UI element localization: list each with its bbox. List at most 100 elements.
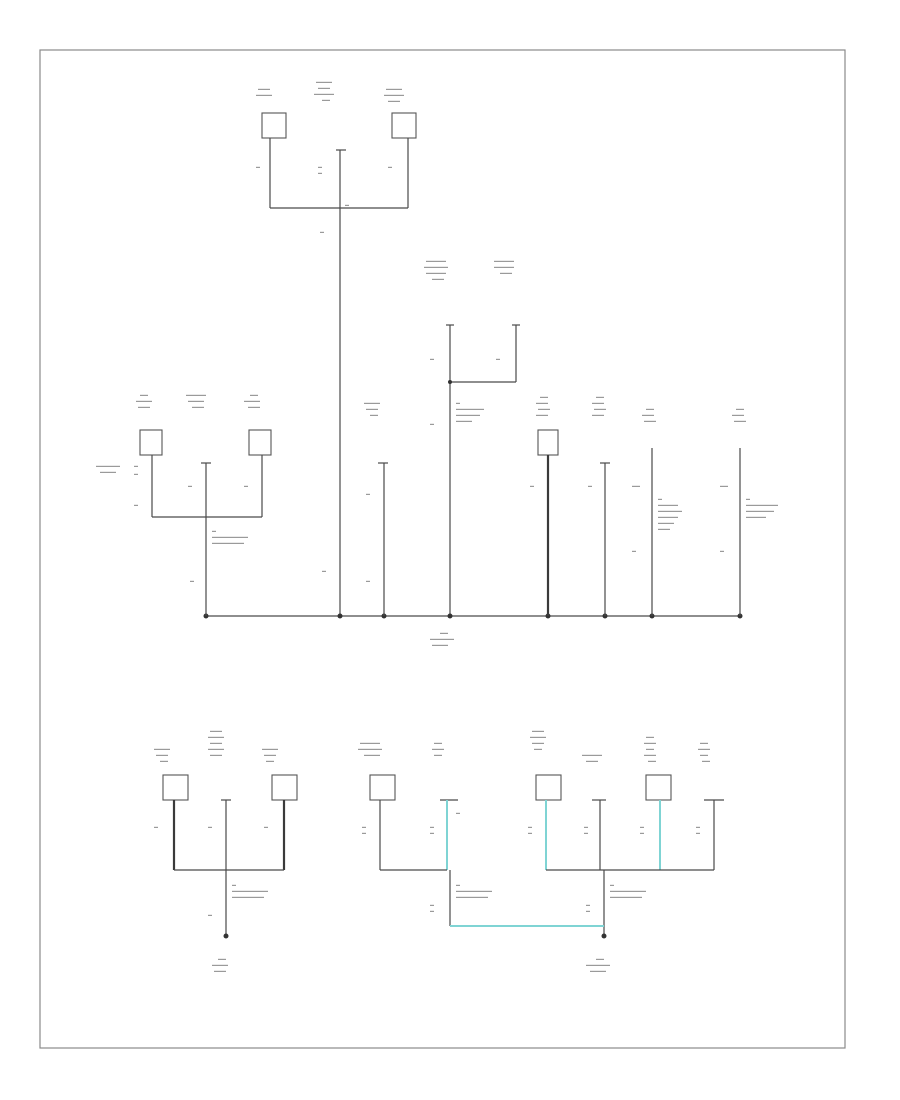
svg-text:▬▬▬: ▬▬▬ [536, 400, 548, 405]
svg-text:▬▬▬: ▬▬▬ [388, 98, 400, 103]
svg-text:▬▬▬▬: ▬▬▬▬ [208, 734, 224, 739]
svg-text:▬▬▬: ▬▬▬ [210, 728, 222, 733]
svg-text:▬▬▬: ▬▬▬ [138, 404, 150, 409]
svg-text:▬▬▬▬: ▬▬▬▬ [262, 746, 278, 751]
right-middle-labels: ▬▬▬▬▬▬▬▬▬ ▬▬▬ ▬▬▬▬▬▬▬▬▬▬▬ ▬ ▬▬▬▬▬▬▬▬▬▬▬ … [322, 394, 778, 583]
left-middle-group: ▬▬▬▬▬▬▬▬▬ ▬▬▬▬▬▬▬▬▬▬▬▬ ▬▬▬▬▬▬▬▬▬ ▬▬▬▬▬▬▬… [96, 392, 272, 616]
svg-text:▬: ▬ [586, 902, 590, 907]
svg-text:▬: ▬ [362, 824, 366, 829]
splice-point [448, 380, 452, 384]
svg-text:▬: ▬ [658, 496, 662, 501]
svg-text:▬▬: ▬▬ [434, 740, 442, 745]
svg-text:▬▬▬▬▬: ▬▬▬▬▬ [186, 392, 206, 397]
svg-text:▬: ▬ [588, 483, 592, 488]
right-middle-group: ▬▬▬▬▬▬▬▬▬ ▬▬▬ ▬▬▬▬▬▬▬▬▬▬▬ ▬ ▬▬▬▬▬▬▬▬▬▬▬ … [322, 394, 778, 616]
svg-text:▬▬▬▬: ▬▬▬▬ [244, 398, 260, 403]
svg-text:▬▬▬: ▬▬▬ [734, 418, 746, 423]
svg-text:▬▬▬▬▬▬: ▬▬▬▬▬▬ [424, 264, 448, 269]
svg-text:▬: ▬ [366, 578, 370, 583]
middle-upper-labels: ▬▬▬▬▬▬▬▬▬▬▬▬▬▬▬▬▬▬▬ ▬▬▬▬▬▬▬▬▬▬▬▬▬ ▬▬▬ ▬▬… [424, 258, 514, 426]
svg-text:▬▬▬: ▬▬▬ [264, 752, 276, 757]
svg-text:▬▬▬▬▬: ▬▬▬▬▬ [426, 270, 446, 275]
svg-text:▬▬▬▬▬▬: ▬▬▬▬▬▬ [456, 412, 480, 417]
svg-text:▬▬▬: ▬▬▬ [586, 758, 598, 763]
svg-text:▬▬▬: ▬▬▬ [698, 746, 710, 751]
svg-text:▬: ▬ [696, 830, 700, 835]
svg-text:▬▬▬▬▬▬: ▬▬▬▬▬▬ [586, 962, 610, 967]
svg-text:▬▬▬: ▬▬▬ [210, 752, 222, 757]
top-labels: ▬▬▬▬▬▬▬ ▬▬▬▬▬▬▬▬▬▬▬▬▬▬ ▬▬▬▬▬▬▬▬▬▬▬▬ ▬▬▬▬… [256, 79, 404, 234]
svg-text:▬▬▬: ▬▬▬ [592, 412, 604, 417]
svg-text:▬▬▬: ▬▬▬ [432, 276, 444, 281]
connector-bottom-8 [645, 774, 672, 801]
svg-text:▬▬▬▬▬: ▬▬▬▬▬ [384, 92, 404, 97]
bottom-left-labels: ▬▬▬▬▬▬▬▬▬ ▬▬▬▬▬▬▬▬▬▬▬▬▬▬▬▬▬ ▬▬▬▬▬▬▬▬▬ ▬▬… [154, 728, 278, 973]
bottom-ground-point-right [601, 933, 607, 939]
connector-mid-right [248, 429, 272, 456]
svg-text:▬▬▬▬▬: ▬▬▬▬▬ [582, 752, 602, 757]
svg-text:▬▬▬▬▬: ▬▬▬▬▬ [494, 258, 514, 263]
connector-mid-left [139, 429, 163, 456]
svg-text:▬▬▬▬: ▬▬▬▬ [658, 520, 674, 525]
svg-text:▬▬▬▬: ▬▬▬▬ [364, 752, 380, 757]
svg-text:▬▬▬: ▬▬▬ [156, 752, 168, 757]
connector-548 [537, 429, 559, 456]
svg-text:▬: ▬ [746, 496, 750, 501]
svg-text:▬▬▬: ▬▬▬ [366, 406, 378, 411]
connector-top-left [261, 112, 287, 139]
svg-text:▬▬▬▬: ▬▬▬▬ [188, 398, 204, 403]
svg-text:▬: ▬ [430, 421, 434, 426]
svg-text:▬: ▬ [584, 824, 588, 829]
svg-text:▬▬▬: ▬▬▬ [642, 412, 654, 417]
svg-text:▬: ▬ [208, 912, 212, 917]
svg-text:▬: ▬ [528, 830, 532, 835]
svg-text:▬▬▬▬▬▬▬▬: ▬▬▬▬▬▬▬▬ [456, 894, 488, 899]
svg-text:▬▬▬▬▬▬▬▬▬: ▬▬▬▬▬▬▬▬▬ [456, 888, 492, 893]
svg-text:▬: ▬ [345, 202, 349, 207]
svg-text:▬▬▬▬▬▬: ▬▬▬▬▬▬ [96, 463, 120, 468]
svg-text:▬: ▬ [264, 824, 268, 829]
svg-text:▬▬▬: ▬▬▬ [592, 400, 604, 405]
connector-bottom-1 [162, 774, 189, 801]
bottom-right-group: ▬▬▬▬▬▬▬▬▬▬▬▬▬▬▬ ▬▬▬▬▬▬▬ ▬▬▬▬▬▬▬▬▬▬▬▬ ▬▬▬… [358, 728, 724, 973]
svg-text:▬: ▬ [190, 578, 194, 583]
svg-text:▬▬▬: ▬▬▬ [258, 86, 270, 91]
svg-text:▬▬▬▬▬▬: ▬▬▬▬▬▬ [658, 508, 682, 513]
svg-text:▬▬▬▬▬: ▬▬▬▬▬ [314, 91, 334, 96]
svg-text:▬: ▬ [388, 164, 392, 169]
svg-text:▬: ▬ [430, 824, 434, 829]
svg-text:▬: ▬ [154, 824, 158, 829]
svg-text:▬▬▬: ▬▬▬ [432, 746, 444, 751]
svg-text:▬: ▬ [496, 356, 500, 361]
connector-top-right [391, 112, 417, 139]
svg-text:▬▬▬▬▬▬▬▬: ▬▬▬▬▬▬▬▬ [610, 894, 642, 899]
svg-text:▬: ▬ [430, 902, 434, 907]
bottom-left-group: ▬▬▬▬▬▬▬▬▬ ▬▬▬▬▬▬▬▬▬▬▬▬▬▬▬▬▬ ▬▬▬▬▬▬▬▬▬ ▬▬… [154, 728, 298, 973]
svg-text:▬▬▬▬▬▬▬▬: ▬▬▬▬▬▬▬▬ [212, 540, 244, 545]
svg-text:▬▬▬▬: ▬▬▬▬ [432, 642, 448, 647]
svg-text:▬▬▬▬▬: ▬▬▬▬▬ [494, 264, 514, 269]
svg-text:▬: ▬ [640, 824, 644, 829]
svg-text:▬▬▬▬▬▬: ▬▬▬▬▬▬ [430, 636, 454, 641]
svg-text:▬▬: ▬▬ [322, 97, 330, 102]
svg-text:▬▬: ▬▬ [720, 483, 728, 488]
top-ground-group: ▬▬▬▬▬▬▬ ▬▬▬▬▬▬▬▬▬▬▬▬▬▬ ▬▬▬▬▬▬▬▬▬▬▬▬ ▬▬▬▬… [256, 79, 417, 616]
svg-text:▬▬▬▬: ▬▬▬▬ [590, 968, 606, 973]
svg-text:▬: ▬ [134, 502, 138, 507]
svg-text:▬▬▬: ▬▬▬ [594, 406, 606, 411]
bottom-ground-point-left [223, 933, 229, 939]
svg-text:▬: ▬ [430, 908, 434, 913]
svg-text:▬▬: ▬▬ [702, 758, 710, 763]
svg-text:▬▬: ▬▬ [736, 406, 744, 411]
svg-text:▬▬▬▬: ▬▬▬▬ [208, 746, 224, 751]
svg-text:▬: ▬ [610, 882, 614, 887]
svg-text:▬: ▬ [720, 548, 724, 553]
svg-text:▬▬▬▬▬▬▬: ▬▬▬▬▬▬▬ [456, 406, 484, 411]
svg-text:▬▬▬▬: ▬▬▬▬ [316, 79, 332, 84]
svg-text:▬: ▬ [586, 908, 590, 913]
svg-text:▬: ▬ [318, 170, 322, 175]
svg-text:▬: ▬ [640, 830, 644, 835]
svg-text:▬▬▬▬: ▬▬▬▬ [456, 418, 472, 423]
svg-text:▬▬▬▬▬▬▬▬▬: ▬▬▬▬▬▬▬▬▬ [212, 534, 248, 539]
svg-text:▬: ▬ [366, 491, 370, 496]
